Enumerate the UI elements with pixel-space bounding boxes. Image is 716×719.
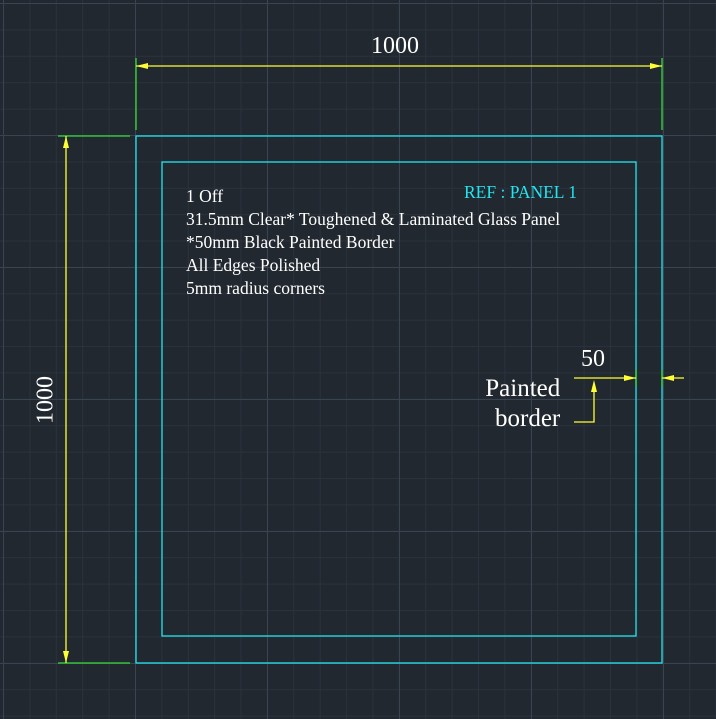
- note-edges: All Edges Polished: [186, 255, 321, 275]
- callout-line-2: border: [495, 405, 561, 432]
- panel-inner-outline: [161, 161, 637, 637]
- note-corners: 5mm radius corners: [186, 278, 325, 298]
- painted-border-leader: [574, 384, 595, 423]
- left-dim-arrow-top: [63, 136, 69, 148]
- painted-border-leader-arrow: [591, 380, 597, 392]
- panel-notes: 1 Off 31.5mm Clear* Toughened & Laminate…: [186, 185, 560, 300]
- note-border-spec: *50mm Black Painted Border: [186, 232, 395, 252]
- top-dim-arrow-right: [650, 63, 662, 69]
- callout-line-1: Painted: [485, 375, 561, 402]
- panel-outer-outline: [135, 135, 663, 664]
- left-dim-arrow-bottom: [63, 651, 69, 663]
- note-quantity: 1 Off: [186, 186, 224, 206]
- painted-border-callout: Painted border: [483, 374, 560, 434]
- border-dimension-label: 50: [581, 346, 605, 372]
- top-dimension-label: 1000: [371, 33, 419, 59]
- left-dimension-label: 1000: [32, 376, 59, 424]
- border-dim-arrow-left: [624, 375, 636, 381]
- border-dim-arrow-right: [662, 375, 674, 381]
- panel-reference: REF : PANEL 1: [464, 182, 577, 202]
- top-dim-arrow-left: [136, 63, 148, 69]
- note-glass-spec: 31.5mm Clear* Toughened & Laminated Glas…: [186, 209, 561, 229]
